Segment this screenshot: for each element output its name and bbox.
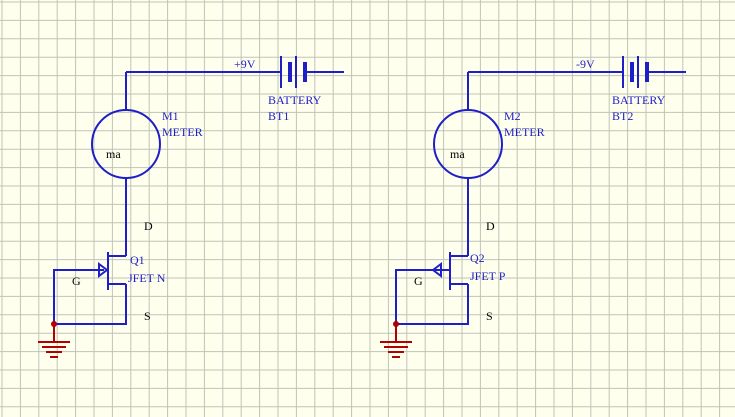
transistor-ref-label: Q2 — [470, 251, 485, 265]
transistor-ref-label: Q1 — [130, 253, 145, 267]
circuit-right: -9V BATTERY BT2 M2 METER ma D G S Q2 JFE… — [380, 56, 686, 358]
meter-ref-label: M2 — [504, 109, 521, 123]
battery-voltage-label: +9V — [234, 57, 256, 71]
jfet-q2[interactable] — [431, 246, 469, 290]
gate-label: G — [414, 274, 423, 288]
source-label: S — [486, 309, 493, 323]
battery-voltage-label: -9V — [576, 57, 595, 71]
source-label: S — [144, 309, 151, 323]
battery-type-label: BATTERY — [612, 93, 666, 107]
battery-ref-label: BT2 — [612, 109, 633, 123]
meter-type-label: METER — [504, 125, 545, 139]
meter-type-label: METER — [162, 125, 203, 139]
meter-m2[interactable] — [433, 109, 503, 179]
drain-label: D — [486, 219, 495, 233]
battery-type-label: BATTERY — [268, 93, 322, 107]
ground-symbol-left — [38, 321, 70, 358]
battery-ref-label: BT1 — [268, 109, 289, 123]
jfet-q1[interactable] — [98, 246, 127, 290]
meter-m1[interactable] — [91, 109, 161, 179]
battery-bt1[interactable] — [268, 56, 307, 88]
wires-left — [53, 71, 344, 325]
ground-symbol-right — [380, 321, 412, 358]
circuit-left: +9V BATTERY BT1 M1 METER ma D G S Q1 JFE… — [38, 56, 344, 358]
transistor-type-label: JFET N — [128, 271, 166, 285]
battery-bt2[interactable] — [610, 56, 649, 88]
gate-label: G — [72, 274, 81, 288]
meter-unit-label: ma — [450, 147, 465, 161]
transistor-type-label: JFET P — [470, 269, 506, 283]
wires-right — [395, 71, 686, 325]
meter-unit-label: ma — [106, 147, 121, 161]
meter-ref-label: M1 — [162, 109, 179, 123]
drain-label: D — [144, 219, 153, 233]
